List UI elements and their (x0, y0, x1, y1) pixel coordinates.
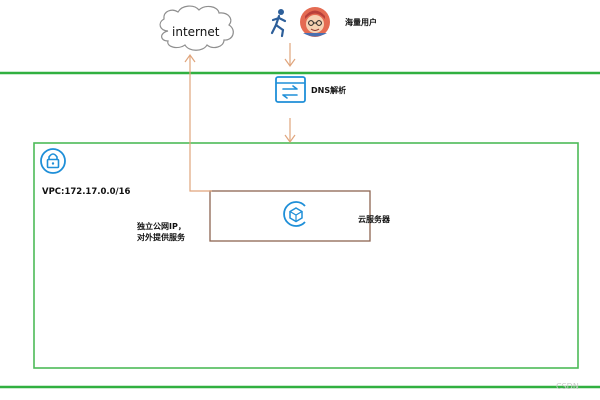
lock-icon (40, 148, 66, 174)
dns-icon (275, 76, 306, 103)
internet-cloud (159, 5, 234, 51)
arrow-server-to-internet (184, 53, 212, 192)
user-avatar-icon (300, 7, 330, 37)
public-ip-label: 独立公网IP， 对外提供服务 (137, 221, 186, 243)
watermark: CSDN (556, 382, 579, 391)
internet-label: internet (172, 25, 220, 39)
arrow-dns-to-vpc (284, 118, 296, 144)
public-ip-line-2: 对外提供服务 (137, 233, 185, 242)
arrow-user-to-dns (284, 43, 296, 68)
dns-label: DNS解析 (311, 86, 347, 95)
vpc-box (33, 142, 579, 369)
cloud-server-icon (283, 201, 306, 227)
server-box (209, 190, 371, 242)
users-label: 海量用户 (345, 18, 377, 27)
public-ip-line-1: 独立公网IP， (137, 222, 186, 231)
server-label: 云服务器 (358, 215, 390, 224)
vpc-label: VPC:172.17.0.0/16 (42, 187, 131, 197)
running-user-icon (270, 9, 287, 38)
